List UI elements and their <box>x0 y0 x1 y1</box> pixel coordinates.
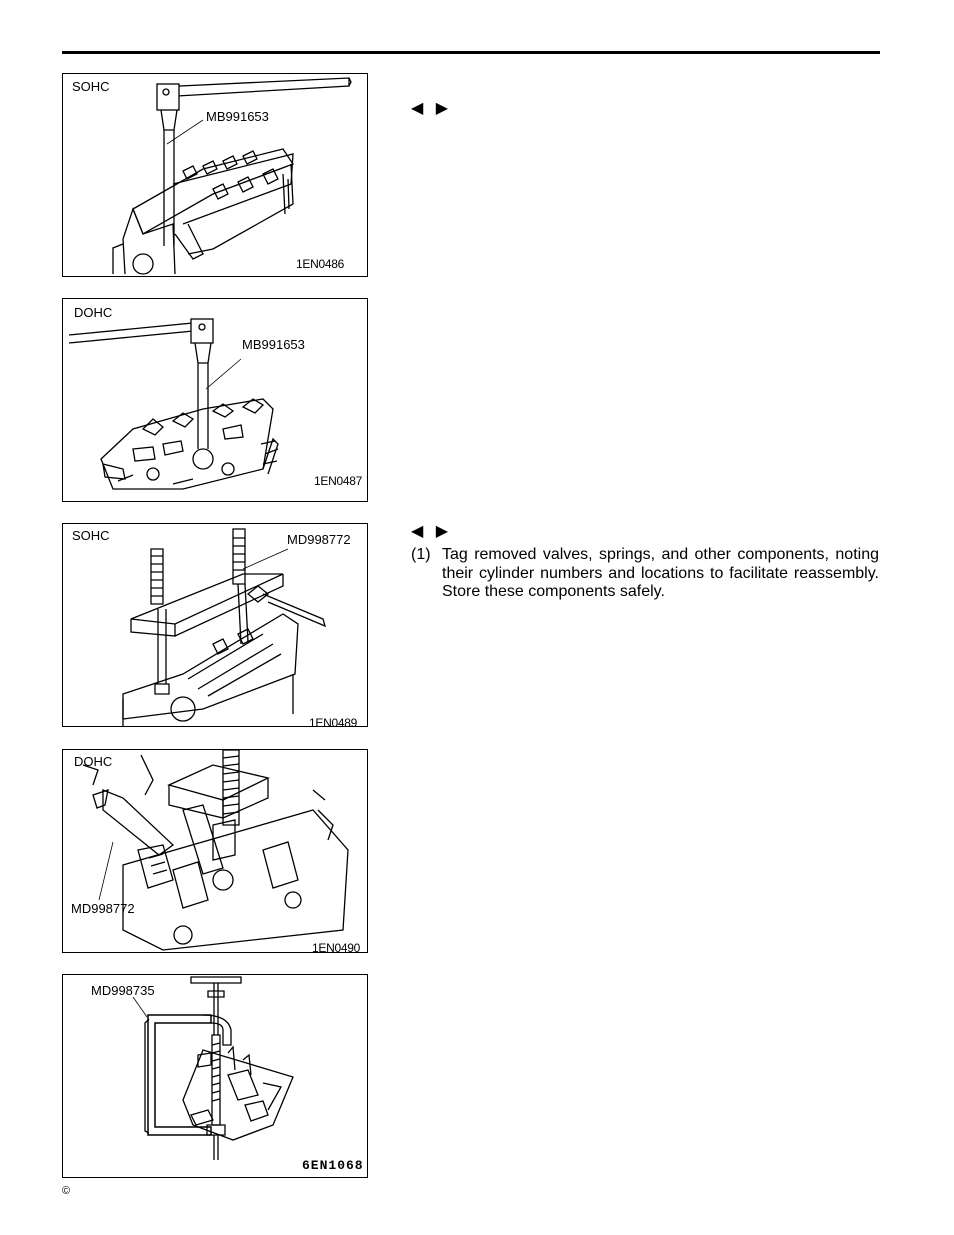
sohc-wrench-illustration <box>112 77 352 275</box>
figure-sohc-camshaft-wrench: SOHC MB991653 1EN0486 <box>62 73 368 277</box>
tool-number-label: MD998735 <box>91 983 155 998</box>
section-arrows: ◀ ▶ <box>411 100 453 117</box>
section-arrows: ◀ ▶ <box>411 523 453 540</box>
header-rule <box>62 51 880 54</box>
step-number: (1) <box>411 546 431 563</box>
step-text: Tag removed valves, springs, and other c… <box>442 546 879 600</box>
clamp-compressor-illustration <box>132 976 294 1160</box>
figure-code: 1EN0487 <box>314 474 362 488</box>
instruction-step: (1) Tag removed valves, springs, and oth… <box>411 546 879 602</box>
engine-type-label: SOHC <box>72 79 110 94</box>
figure-valve-spring-compressor-clamp: MD998735 6EN1068 <box>62 974 368 1178</box>
figure-dohc-valve-spring-compressor: DOHC MD998772 1EN0490 <box>62 749 368 953</box>
engine-type-label: SOHC <box>72 528 110 543</box>
figure-dohc-camshaft-wrench: DOHC MB991653 1EN0487 <box>62 298 368 502</box>
tool-number-label: MB991653 <box>206 109 269 124</box>
figure-code: 1EN0486 <box>296 257 344 271</box>
figure-code: 1EN0489 <box>309 716 357 727</box>
engine-type-label: DOHC <box>74 754 113 769</box>
sohc-compressor-illustration <box>122 528 326 726</box>
tool-number-label: MB991653 <box>242 337 305 352</box>
tool-number-label: MD998772 <box>71 901 135 916</box>
copyright-symbol: © <box>62 1185 71 1197</box>
figure-sohc-valve-spring-compressor: SOHC MD998772 1EN0489 <box>62 523 368 727</box>
figure-code: 1EN0490 <box>312 941 360 953</box>
tool-number-label: MD998772 <box>287 532 351 547</box>
dohc-wrench-illustration <box>68 318 279 490</box>
figure-code: 6EN1068 <box>302 1158 364 1173</box>
engine-type-label: DOHC <box>74 305 113 320</box>
dohc-compressor-illustration <box>82 750 349 951</box>
